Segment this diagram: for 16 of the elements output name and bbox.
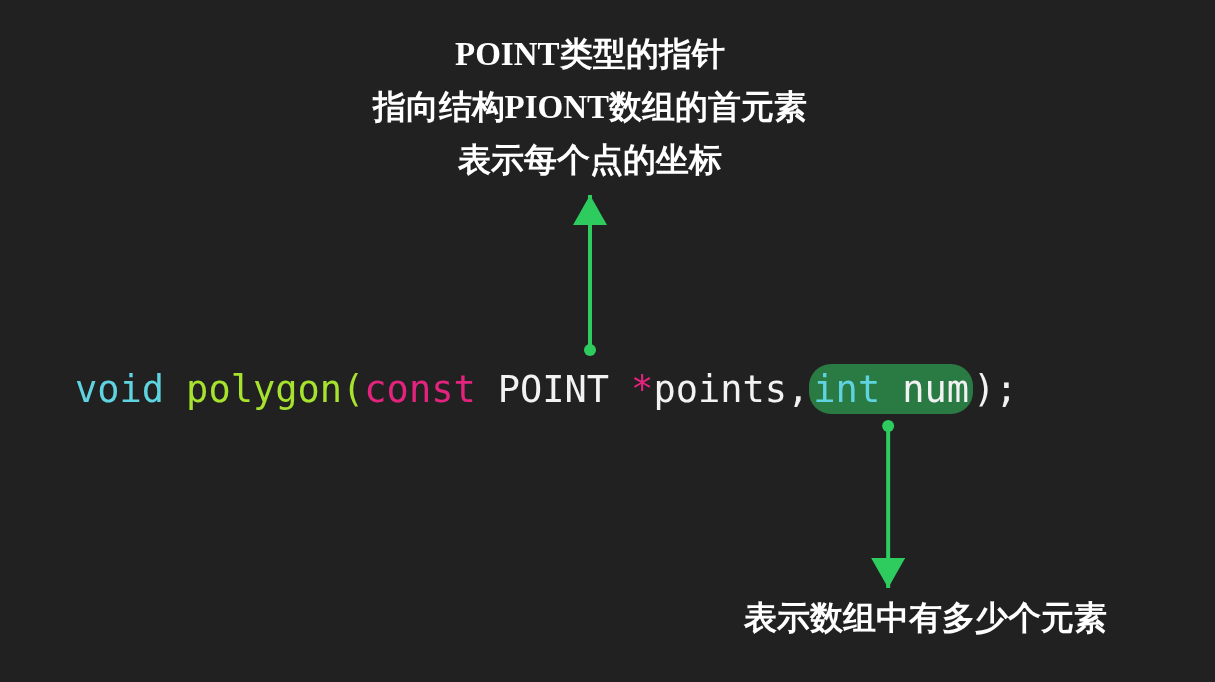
code-token: points, [653,367,810,411]
annotation-text: POINT类型的指针 [454,35,726,74]
arrow [871,420,906,588]
annotation-text: 表示数组中有多少个元素 [743,599,1107,638]
code-token: POINT [497,367,610,411]
code-token: void [75,367,165,411]
annotation-text: 指向结构PIONT数组的首元素 [372,88,807,127]
code-token: polygon( [186,367,365,411]
arrow [573,195,607,356]
code-token: ); [973,367,1018,411]
code-token: const [364,367,476,411]
code-token: int [813,367,881,411]
code-token: * [631,367,654,411]
code-token: num [902,367,969,411]
highlight-pill [809,364,973,414]
annotation-text: 表示每个点的坐标 [456,141,723,180]
